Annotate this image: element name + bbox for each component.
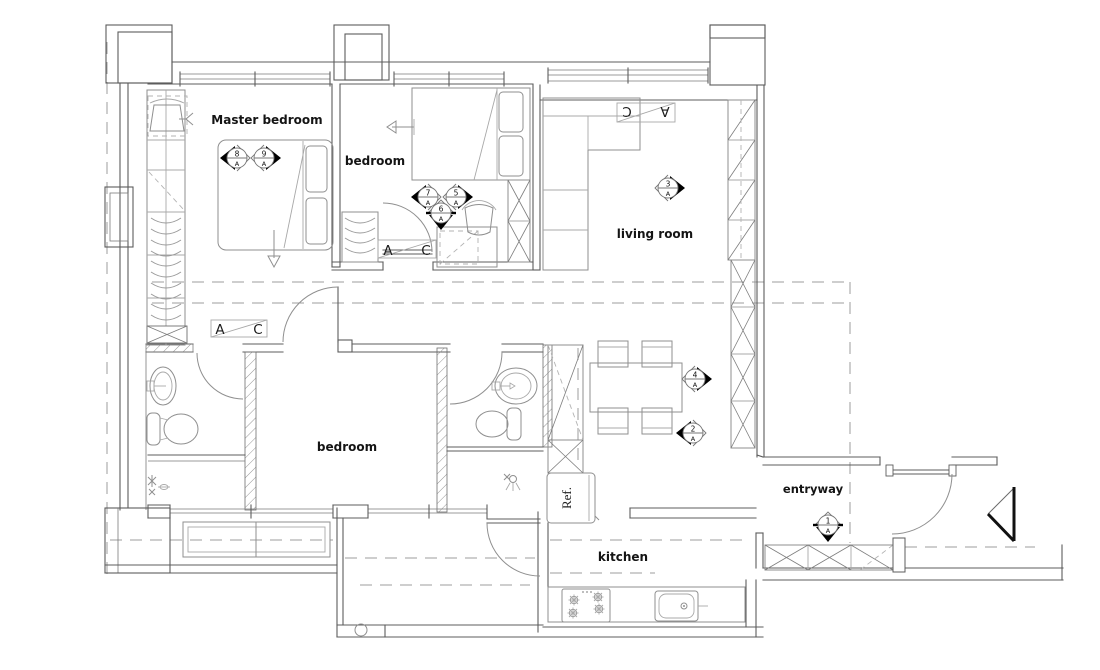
label-entryway: entryway bbox=[783, 482, 844, 496]
section-letter-a: A bbox=[215, 322, 225, 338]
windows bbox=[179, 67, 709, 87]
marker-number: 7 bbox=[426, 189, 431, 198]
section-letter-c: C bbox=[253, 322, 262, 338]
marker-letter: A bbox=[666, 190, 671, 198]
marker-number: 1 bbox=[826, 517, 831, 526]
section-letter-c: C bbox=[622, 103, 631, 119]
section-cut-label-hall: A C bbox=[210, 319, 268, 338]
front-door bbox=[885, 464, 957, 535]
marker-letter: A bbox=[826, 527, 831, 535]
marker-letter: A bbox=[693, 381, 698, 389]
section-letter-a: A bbox=[660, 103, 670, 119]
dining-table bbox=[589, 362, 683, 413]
marker-number: 8 bbox=[235, 150, 240, 159]
sink bbox=[491, 367, 538, 405]
down-arrow-icon bbox=[267, 230, 281, 269]
label-living-room: living room bbox=[617, 227, 693, 241]
dressing-stool bbox=[147, 95, 194, 137]
living-room-area bbox=[542, 97, 756, 449]
refrigerator: Ref. bbox=[546, 472, 600, 524]
bathroom1-door bbox=[196, 352, 244, 400]
dining-chair bbox=[597, 340, 629, 368]
label-bedroom-bottom: bedroom bbox=[317, 440, 377, 454]
refrigerator-label: Ref. bbox=[559, 487, 574, 509]
dining-area bbox=[589, 340, 683, 435]
dashed-reference-lines bbox=[106, 42, 1035, 586]
cabinet bbox=[507, 179, 531, 263]
marker-number: 9 bbox=[262, 150, 267, 159]
storage-cabinet bbox=[547, 344, 584, 474]
view-marker-5: 5 A bbox=[442, 183, 474, 211]
marker-letter: A bbox=[439, 215, 444, 223]
dining-chair bbox=[597, 407, 629, 435]
view-marker-7: 7 A bbox=[410, 183, 442, 211]
master-bed bbox=[217, 139, 334, 251]
marker-letter: A bbox=[454, 199, 459, 207]
stove bbox=[561, 588, 611, 623]
view-marker-9: 9 A bbox=[250, 144, 282, 172]
window-living bbox=[547, 67, 709, 84]
left-arrow-icon bbox=[386, 119, 415, 135]
kitchen-area bbox=[547, 586, 746, 623]
marker-letter: A bbox=[691, 435, 696, 443]
sink bbox=[146, 366, 177, 406]
view-marker-6: 6 A bbox=[425, 199, 457, 231]
bed bbox=[411, 87, 531, 181]
marker-letter: A bbox=[235, 160, 240, 168]
bathroom-1 bbox=[146, 366, 199, 496]
view-marker-1: 1 A bbox=[812, 511, 844, 543]
label-master-bedroom: Master bedroom bbox=[211, 113, 322, 127]
bedroom-top-area bbox=[341, 87, 531, 268]
balcony-left bbox=[104, 507, 338, 574]
marker-number: 3 bbox=[666, 180, 671, 189]
tall-cabinet bbox=[730, 259, 756, 449]
kitchen-counter bbox=[547, 586, 746, 623]
view-marker-4: 4 A bbox=[681, 365, 713, 393]
bedroom2-door bbox=[282, 286, 339, 343]
doors bbox=[196, 202, 957, 577]
marker-number: 2 bbox=[691, 425, 696, 434]
balcony-door bbox=[486, 518, 541, 577]
shower-head-icon bbox=[147, 475, 170, 496]
view-marker-8: 8 A bbox=[219, 144, 251, 172]
view-marker-3: 3 A bbox=[654, 174, 686, 202]
view-marker-2: 2 A bbox=[675, 419, 707, 447]
kitchen-sink bbox=[654, 590, 708, 622]
shoe-cabinet bbox=[764, 544, 894, 571]
bathroom-2 bbox=[475, 344, 584, 491]
section-letter-a: A bbox=[383, 243, 393, 259]
marker-number: 4 bbox=[693, 371, 698, 380]
chair bbox=[461, 200, 497, 236]
toilet bbox=[146, 412, 199, 446]
marker-number: 6 bbox=[439, 205, 444, 214]
label-bedroom-top: bedroom bbox=[345, 154, 405, 168]
master-bedroom-area bbox=[146, 89, 334, 346]
shower-head-icon bbox=[503, 473, 521, 491]
bathroom2-door bbox=[449, 351, 503, 405]
marker-number: 5 bbox=[454, 189, 459, 198]
label-kitchen: kitchen bbox=[598, 550, 648, 564]
sofa bbox=[542, 97, 641, 271]
wardrobe bbox=[341, 211, 379, 263]
entryway-area bbox=[764, 537, 906, 573]
entrance-arrow-icon bbox=[986, 487, 1016, 543]
marker-letter: A bbox=[426, 199, 431, 207]
marker-letter: A bbox=[262, 160, 267, 168]
exterior-walls bbox=[104, 24, 766, 511]
section-letter-c: C bbox=[421, 243, 430, 259]
section-cut-label-bedroom: A C bbox=[377, 239, 437, 259]
toilet bbox=[475, 407, 522, 441]
section-cut-label-living: A C bbox=[616, 102, 676, 123]
dining-chair bbox=[641, 407, 673, 435]
dining-chair bbox=[641, 340, 673, 368]
door-post bbox=[892, 537, 906, 573]
curtain-wall bbox=[727, 99, 756, 261]
wardrobe bbox=[146, 89, 188, 346]
